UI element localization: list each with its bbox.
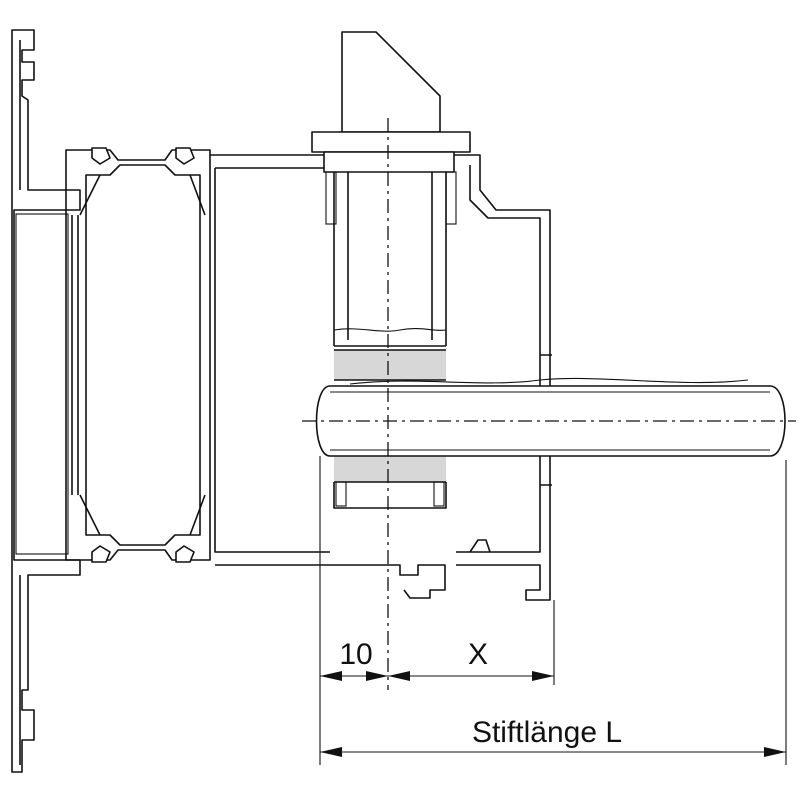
- inner-frame-box: [210, 154, 552, 601]
- center-lines: [302, 118, 796, 690]
- chambered-sash-profile: [65, 147, 211, 563]
- dimension-offset-label: 10: [339, 638, 372, 671]
- dimension-variable: X: [388, 638, 554, 681]
- dimension-variable-label: X: [468, 638, 488, 671]
- dimension-offset: 10: [320, 638, 388, 681]
- extension-lines: [319, 456, 787, 765]
- dimension-pin-length-label: Stiftlänge L: [472, 716, 622, 749]
- hinge-pin: [315, 377, 786, 457]
- dimension-pin-length: Stiftlänge L: [320, 716, 786, 757]
- hinge-bolt-assembly: [311, 31, 471, 509]
- outer-frame-profile: [11, 29, 81, 773]
